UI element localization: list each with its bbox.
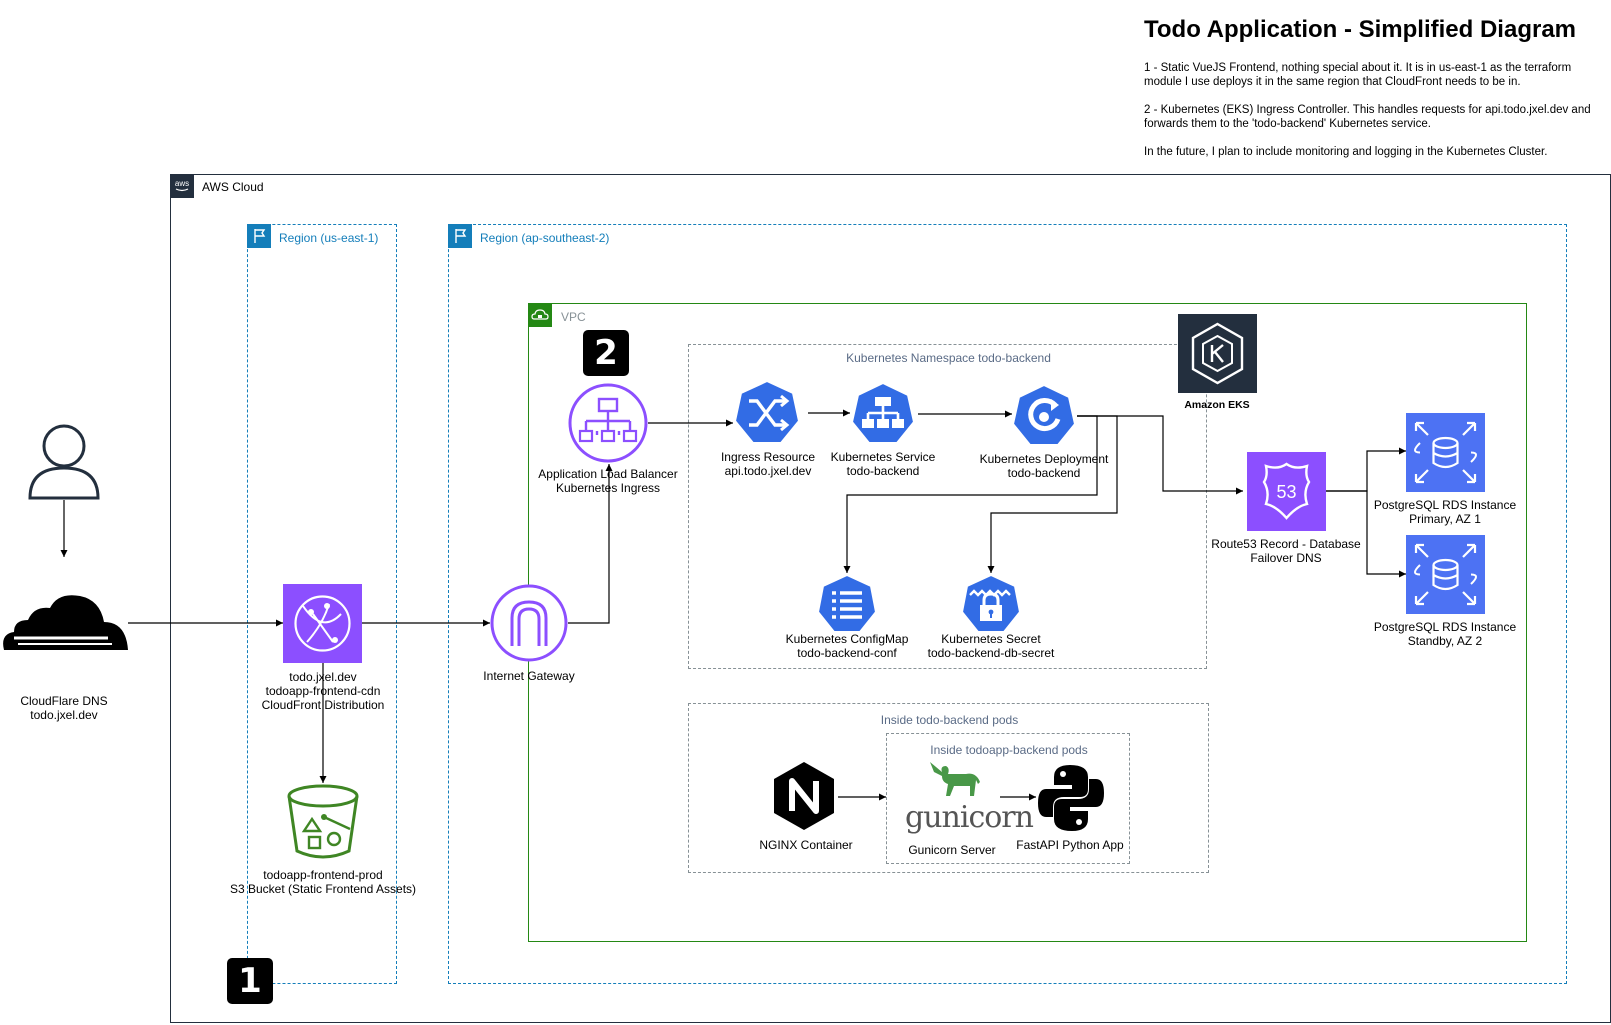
s3-label: todoapp-frontend-prod S3 Bucket (Static … [230, 868, 416, 896]
region-us-east-1-group: Region (us-east-1) [247, 224, 397, 984]
note-1: 1 - Static VueJS Frontend, nothing speci… [1144, 62, 1572, 88]
gunicorn-label-line1: Gunicorn Server [908, 843, 996, 857]
route53-number: 53 [1276, 482, 1296, 502]
ingress-icon [733, 379, 801, 444]
service-label-line2: todo-backend [846, 464, 920, 478]
step-badge-2: 2 [583, 330, 629, 376]
arrow-route53-to-rds-primary [1326, 447, 1406, 492]
rds-standby-icon [1406, 535, 1485, 614]
service-label: Kubernetes Service todo-backend [831, 450, 936, 478]
rds-primary-label-line1: PostgreSQL RDS Instance [1373, 498, 1517, 512]
internet-gateway-icon [490, 584, 568, 662]
gunicorn-unicorn-icon [930, 762, 980, 796]
s3-bucket-icon [287, 784, 359, 859]
nginx-label: NGINX Container [759, 838, 852, 852]
cloudfront-label: todo.jxel.dev todoapp-frontend-cdn Cloud… [262, 670, 385, 712]
configmap-label-line1: Kubernetes ConfigMap [785, 632, 909, 646]
aws-logo-icon: aws [170, 174, 194, 198]
note-3: In the future, I plan to include monitor… [1144, 146, 1548, 158]
cloudfront-label-line1: todo.jxel.dev [289, 670, 357, 684]
cloudflare-label-line2: todo.jxel.dev [30, 708, 98, 722]
eks-label: Amazon EKS [1184, 398, 1249, 412]
secret-label-line1: Kubernetes Secret [941, 632, 1041, 646]
python-icon [1038, 765, 1104, 831]
eks-icon [1178, 314, 1257, 393]
rds-standby-label-line2: Standby, AZ 2 [1407, 634, 1483, 648]
ingress-label-line2: api.todo.jxel.dev [724, 464, 812, 478]
vpc-label: VPC [561, 310, 586, 324]
rds-standby-label-line1: PostgreSQL RDS Instance [1373, 620, 1517, 634]
cloudfront-label-line3: CloudFront Distribution [261, 698, 385, 712]
igw-label: Internet Gateway [483, 669, 574, 683]
rds-primary-label-line2: Primary, AZ 1 [1409, 512, 1481, 526]
cloudflare-label: CloudFlare DNS todo.jxel.dev [20, 694, 107, 722]
deployment-label-line1: Kubernetes Deployment [979, 452, 1109, 466]
alb-label-line1: Application Load Balancer [538, 467, 678, 481]
load-balancer-icon [568, 383, 648, 463]
k8s-configmap-icon [816, 573, 878, 633]
region-us-label: Region (us-east-1) [279, 231, 379, 245]
rds-primary-label: PostgreSQL RDS Instance Primary, AZ 1 [1374, 498, 1516, 526]
user-icon [28, 424, 100, 500]
rds-standby-label: PostgreSQL RDS Instance Standby, AZ 2 [1374, 620, 1516, 648]
service-label-line1: Kubernetes Service [830, 450, 936, 464]
region-ap-label: Region (ap-southeast-2) [480, 231, 610, 245]
gunicorn-logo-text: gunicorn [905, 800, 1034, 835]
arrow-route53-to-rds-standby [1326, 490, 1406, 578]
configmap-label-line2: todo-backend-conf [797, 646, 897, 660]
deployment-label-line2: todo-backend [1007, 466, 1081, 480]
route53-icon: 53 [1247, 452, 1326, 531]
diagram-title: Todo Application - Simplified Diagram [1144, 16, 1577, 43]
python-label: FastAPI Python App [1016, 838, 1123, 852]
secret-label: Kubernetes Secret todo-backend-db-secret [928, 632, 1055, 660]
nginx-label-line1: NGINX Container [759, 838, 853, 852]
svg-text:aws: aws [175, 179, 189, 188]
arrow-deployment-to-route53 [1077, 415, 1243, 495]
alb-label: Application Load Balancer Kubernetes Ing… [538, 467, 677, 495]
s3-label-line2: S3 Bucket (Static Frontend Assets) [229, 882, 417, 896]
note-2: 2 - Kubernetes (EKS) Ingress Controller.… [1144, 104, 1591, 130]
route53-label-line2: Failover DNS [1250, 551, 1322, 565]
nginx-icon [774, 762, 834, 830]
k8s-service-icon [850, 381, 916, 444]
k8s-namespace-label: Kubernetes Namespace todo-backend [846, 351, 1051, 365]
k8s-deployment-icon [1011, 383, 1077, 446]
k8s-namespace-group: Kubernetes Namespace todo-backend [688, 344, 1207, 669]
cloudflare-icon [3, 595, 128, 650]
route53-label: Route53 Record - Database Failover DNS [1211, 537, 1360, 565]
region-flag-icon [448, 224, 472, 248]
step-badge-1: 1 [227, 958, 273, 1004]
secret-label-line2: todo-backend-db-secret [927, 646, 1055, 660]
aws-cloud-label: AWS Cloud [202, 180, 264, 194]
cloudfront-icon [283, 584, 362, 663]
vpc-cloud-lock-icon [528, 303, 552, 327]
rds-primary-icon [1406, 413, 1485, 492]
cloudfront-label-line2: todoapp-frontend-cdn [265, 684, 381, 698]
ingress-label-line1: Ingress Resource [720, 450, 816, 464]
gunicorn-label: Gunicorn Server [908, 843, 995, 857]
deployment-label: Kubernetes Deployment todo-backend [980, 452, 1109, 480]
backend-pods-label: Inside todo-backend pods [880, 713, 1019, 727]
route53-label-line1: Route53 Record - Database [1211, 537, 1361, 551]
backend-pods-group: Inside todo-backend pods [688, 703, 1209, 873]
region-ap-southeast-2-group: Region (ap-southeast-2) [448, 224, 1567, 984]
configmap-label: Kubernetes ConfigMap todo-backend-conf [786, 632, 909, 660]
k8s-secret-icon [960, 573, 1022, 633]
python-label-line1: FastAPI Python App [1016, 838, 1124, 852]
s3-label-line1: todoapp-frontend-prod [263, 868, 383, 882]
cloudflare-label-line1: CloudFlare DNS [20, 694, 108, 708]
app-pods-label: Inside todoapp-backend pods [930, 743, 1088, 757]
app-pods-group: Inside todoapp-backend pods [886, 733, 1130, 864]
eks-label-line1: Amazon EKS [1184, 399, 1250, 411]
ingress-label: Ingress Resource api.todo.jxel.dev [721, 450, 815, 478]
igw-label-line1: Internet Gateway [483, 669, 575, 683]
alb-label-line2: Kubernetes Ingress [555, 481, 661, 495]
region-flag-icon [247, 224, 271, 248]
arrow-igw-to-alb [568, 464, 613, 624]
